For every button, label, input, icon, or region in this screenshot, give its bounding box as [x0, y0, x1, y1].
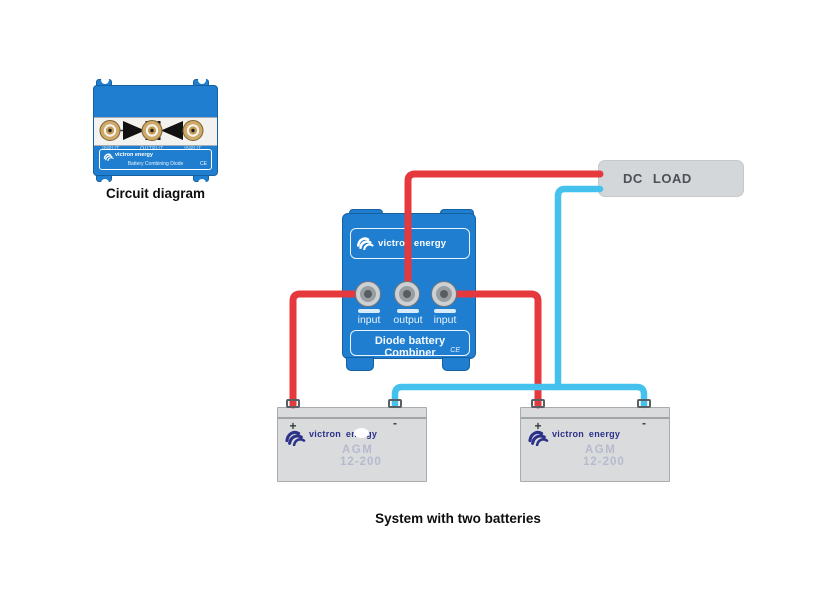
- combiner-brand-plate: victron energy: [350, 228, 470, 259]
- brand-text: victron energy: [378, 238, 447, 249]
- combiner-name-plate: Diode battery Combiner CE: [350, 330, 470, 359]
- battery-brand-text: victron energy: [552, 429, 621, 439]
- diode-schematic-band: [94, 117, 217, 146]
- battery-left-minus-sign: -: [393, 416, 397, 430]
- combiner-mount-tab: [346, 357, 374, 371]
- circuit-device-label-plate: victron energy Battery Combining Diode C…: [99, 149, 212, 170]
- wire-blue-negative-bus: [391, 383, 648, 409]
- terminal-underline: [358, 309, 380, 313]
- combiner-terminal-output: [394, 281, 420, 307]
- terminal-nut-icon: [399, 286, 415, 302]
- battery-post-minus: [637, 399, 651, 408]
- battery-left: victron energy AGM 12-200: [277, 407, 427, 482]
- mount-hole-icon: [101, 76, 109, 84]
- terminal-left-icon: [99, 120, 121, 141]
- battery-post-plus: [531, 399, 545, 408]
- dc-load-label: DC LOAD: [623, 171, 692, 186]
- battery-post-minus: [388, 399, 402, 408]
- battery-model-text: 12-200: [340, 456, 382, 468]
- terminal-center-icon: [141, 120, 163, 141]
- victron-logo-icon: [285, 430, 306, 446]
- dc-load-box: DC LOAD: [598, 160, 744, 197]
- battery-type-text: AGM: [585, 444, 617, 456]
- wire-blue-load-negative: [554, 185, 604, 391]
- mount-hole-icon: [198, 76, 206, 84]
- terminal-label-input: input: [433, 314, 457, 326]
- battery-lid-seam: [278, 417, 426, 419]
- battery-lid-seam: [521, 417, 669, 419]
- mount-hole-icon: [446, 428, 461, 438]
- victron-logo-icon: [356, 237, 374, 250]
- ce-mark: CE: [200, 161, 207, 167]
- terminal-underline: [397, 309, 419, 313]
- battery-right-plus-sign: +: [534, 419, 542, 433]
- circuit-diagram-device: INPUT OUTPUT INPUT victron energy Batter…: [93, 85, 218, 176]
- battery-post-plus: [286, 399, 300, 408]
- terminal-nut-icon: [360, 286, 376, 302]
- battery-type-text: AGM: [342, 444, 374, 456]
- combiner-mount-tab: [442, 357, 470, 371]
- battery-right-minus-sign: -: [642, 416, 646, 430]
- battery-model-text: 12-200: [583, 456, 625, 468]
- system-caption: System with two batteries: [375, 511, 541, 526]
- battery-brand-text: victron energy: [309, 429, 378, 439]
- diode-schematic-icon: [99, 120, 204, 141]
- terminal-label-output: output: [393, 314, 423, 326]
- brand-text: victron energy: [115, 152, 153, 158]
- terminal-nut-icon: [436, 286, 452, 302]
- mount-hole-icon: [354, 428, 369, 438]
- victron-logo-icon: [103, 153, 114, 161]
- mount-hole-icon: [101, 179, 109, 187]
- circuit-diagram-caption: Circuit diagram: [105, 186, 206, 201]
- combiner-terminal-input-right: [431, 281, 457, 307]
- mount-hole-icon: [198, 179, 206, 187]
- battery-left-plus-sign: +: [289, 419, 297, 433]
- terminal-underline: [434, 309, 456, 313]
- combiner-label-text: Diode battery Combiner: [374, 335, 446, 359]
- combiner-terminal-input-left: [355, 281, 381, 307]
- terminal-right-icon: [182, 120, 204, 141]
- device-label-text: Battery Combining Diode: [127, 161, 184, 167]
- victron-logo-icon: [528, 430, 549, 446]
- ce-mark: CE: [450, 347, 460, 354]
- battery-right: victron energy AGM 12-200: [520, 407, 670, 482]
